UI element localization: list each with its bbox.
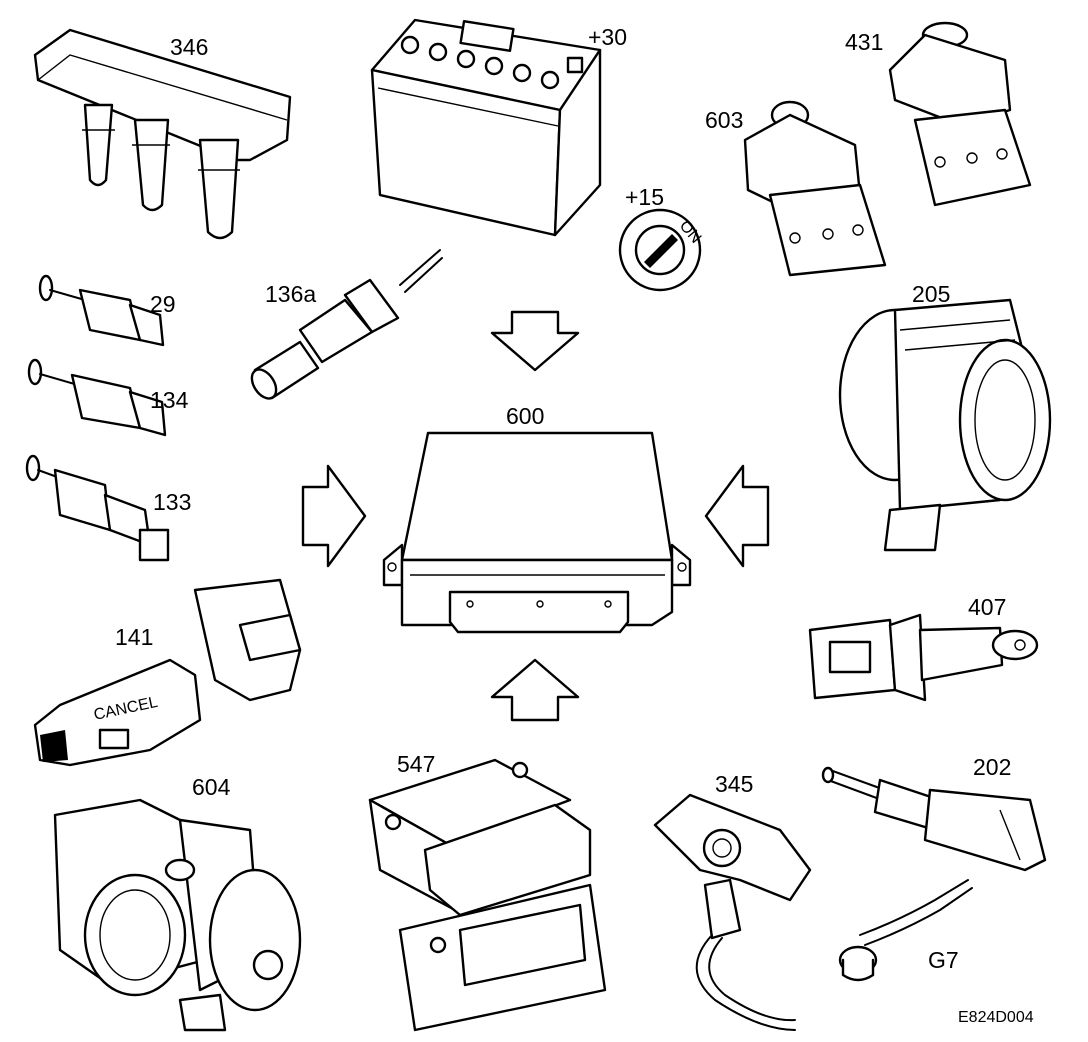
crank-sensor-345 bbox=[653, 793, 812, 1031]
label-600: 600 bbox=[506, 403, 544, 429]
ignition-switch: ON bbox=[618, 208, 704, 292]
cruise-lever-141: CANCEL bbox=[33, 578, 302, 767]
label-134: 134 bbox=[150, 387, 189, 413]
arrow-left bbox=[704, 464, 770, 568]
label-603: 603 bbox=[705, 107, 743, 133]
arrow-down bbox=[490, 310, 580, 372]
label-431: 431 bbox=[845, 29, 883, 55]
mass-air-flow-205 bbox=[838, 298, 1052, 552]
label-plus15: +15 bbox=[625, 184, 664, 210]
sensor-603 bbox=[743, 100, 887, 277]
switch-29 bbox=[38, 274, 165, 347]
module-547 bbox=[368, 758, 607, 1032]
lambda-probe bbox=[250, 249, 443, 400]
arrow-right bbox=[301, 464, 367, 568]
arrow-up bbox=[490, 658, 580, 722]
sensor-431 bbox=[888, 21, 1032, 207]
knock-sensor-g7 bbox=[838, 879, 973, 982]
label-345: 345 bbox=[715, 771, 753, 797]
sensor-407 bbox=[808, 613, 1039, 702]
switch-133 bbox=[25, 454, 170, 562]
label-205: 205 bbox=[912, 281, 950, 307]
label-202: 202 bbox=[973, 754, 1011, 780]
ignition-coil-346 bbox=[33, 28, 292, 240]
label-407: 407 bbox=[968, 594, 1006, 620]
battery bbox=[370, 18, 602, 237]
label-g7: G7 bbox=[928, 947, 959, 973]
figure-code: E824D004 bbox=[958, 1009, 1034, 1026]
label-136a: 136a bbox=[265, 281, 316, 307]
control-unit-600 bbox=[382, 431, 692, 634]
label-141: 141 bbox=[115, 624, 153, 650]
throttle-body-604 bbox=[53, 798, 302, 1032]
label-346: 346 bbox=[170, 34, 208, 60]
label-604: 604 bbox=[192, 774, 231, 800]
switch-134 bbox=[27, 358, 167, 437]
label-plus30: +30 bbox=[588, 24, 627, 50]
temp-sensor-202 bbox=[821, 766, 1047, 872]
label-133: 133 bbox=[153, 489, 191, 515]
label-29: 29 bbox=[150, 291, 176, 317]
label-547: 547 bbox=[397, 751, 435, 777]
